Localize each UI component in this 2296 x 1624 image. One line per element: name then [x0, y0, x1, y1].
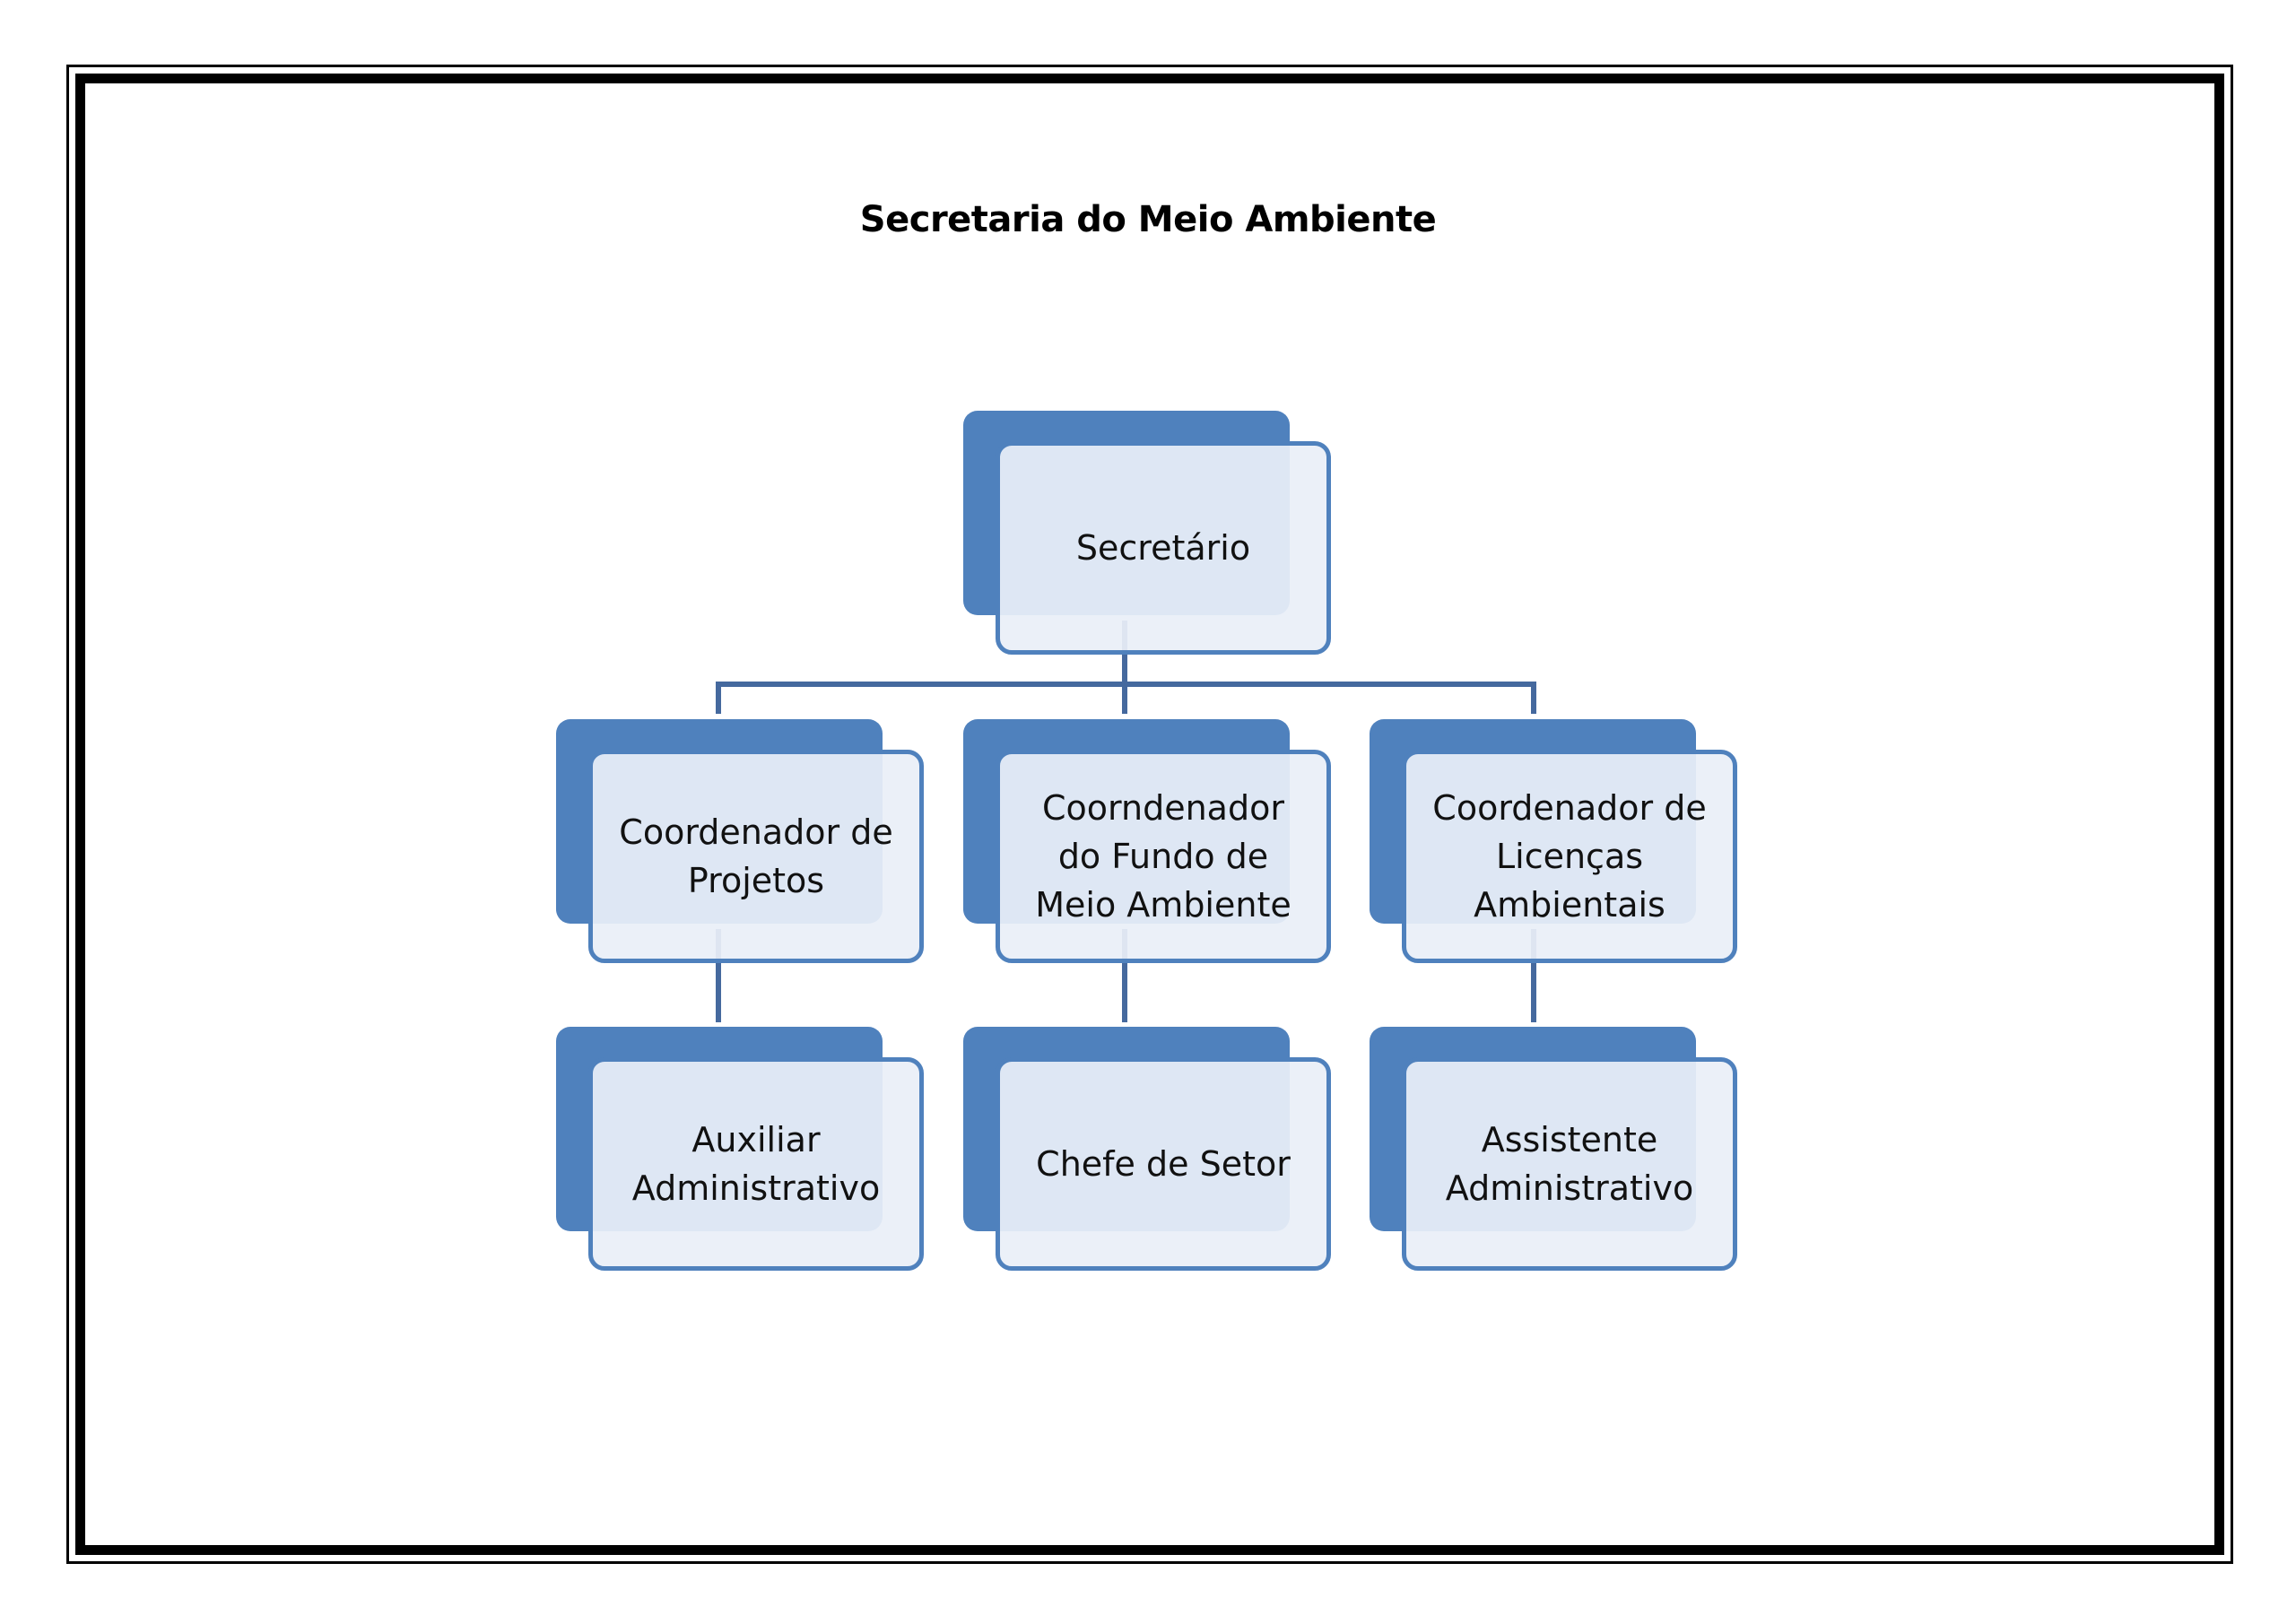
node-front: Secretário	[996, 441, 1331, 655]
connector-to-coordinator-2	[1122, 682, 1127, 714]
node-staff-3: Assistente Administrativo	[1370, 1027, 1737, 1271]
node-secretario: Secretário	[963, 411, 1331, 655]
node-label: Assistente Administrativo	[1445, 1120, 1694, 1208]
page-border-inner	[75, 74, 2224, 1555]
node-front: Auxiliar Administrativo	[588, 1057, 924, 1271]
node-staff-1: Auxiliar Administrativo	[556, 1027, 924, 1271]
node-label: Secretário	[1075, 528, 1251, 568]
node-label: Chefe de Setor	[1036, 1144, 1291, 1184]
node-label: Coorndenador do Fundo de Meio Ambiente	[1035, 788, 1292, 925]
page-border-outer	[66, 65, 2233, 1564]
node-front: Chefe de Setor	[996, 1057, 1331, 1271]
connector-to-coordinator-3	[1531, 682, 1536, 714]
node-coordinator-2: Coorndenador do Fundo de Meio Ambiente	[963, 719, 1331, 963]
node-coordinator-1: Coordenador de Projetos	[556, 719, 924, 963]
node-label: Auxiliar Administrativo	[631, 1120, 881, 1208]
connector-coordinator-3-to-staff	[1531, 929, 1536, 1022]
node-front: Coordenador de Projetos	[588, 750, 924, 963]
node-staff-2: Chefe de Setor	[963, 1027, 1331, 1271]
node-label: Coordenador de Projetos	[619, 812, 893, 900]
connector-coordinator-1-to-staff	[716, 929, 721, 1022]
node-front: Assistente Administrativo	[1402, 1057, 1737, 1271]
connector-to-coordinator-1	[716, 682, 721, 714]
connector-coordinator-2-to-staff	[1122, 929, 1127, 1022]
node-coordinator-3: Coordenador de Licenças Ambientais	[1370, 719, 1737, 963]
node-front: Coorndenador do Fundo de Meio Ambiente	[996, 750, 1331, 963]
node-front: Coordenador de Licenças Ambientais	[1402, 750, 1737, 963]
node-label: Coordenador de Licenças Ambientais	[1432, 788, 1707, 925]
page-title: Secretaria do Meio Ambiente	[859, 199, 1437, 240]
